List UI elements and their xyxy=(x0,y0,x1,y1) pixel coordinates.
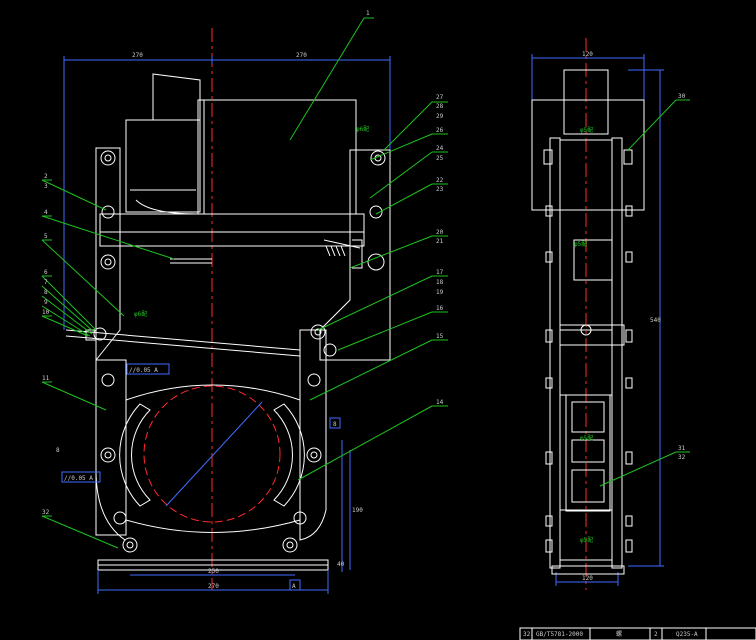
front-view: 270 270 xyxy=(41,10,448,594)
side-motor-block xyxy=(531,99,645,211)
front-leader-lines xyxy=(41,17,448,549)
side-pivot-block xyxy=(559,324,625,346)
dim-right-small: 40 xyxy=(337,561,345,568)
front-bolts xyxy=(85,150,386,553)
side-dimensions xyxy=(531,54,664,586)
callout-15: 15 xyxy=(436,333,444,340)
callout-23: 23 xyxy=(436,186,444,193)
motor-endcap xyxy=(125,119,201,213)
motor-body xyxy=(197,99,357,215)
side-callout-32: 32 xyxy=(678,454,686,461)
left-brake-shoe xyxy=(119,403,151,507)
callout-32: 32 xyxy=(42,509,50,516)
callout-19: 19 xyxy=(436,289,444,296)
gap-dim: 8 xyxy=(333,421,337,428)
tolerance-callout-lower: //0.05 A xyxy=(64,475,93,482)
upper-frame xyxy=(99,213,365,247)
callout-8: 8 xyxy=(44,289,48,296)
side-view: 120 540 120 xyxy=(531,38,690,590)
callout-28: 28 xyxy=(436,103,444,110)
left-arm-plate xyxy=(95,147,121,362)
callout-20: 20 xyxy=(436,229,444,236)
drum-frame xyxy=(125,384,301,533)
lever-rod xyxy=(65,329,301,351)
side-plate-outer-left xyxy=(549,137,561,569)
side-callout-31: 31 xyxy=(678,445,686,452)
callout-4: 4 xyxy=(44,209,48,216)
callout-26: 26 xyxy=(436,127,444,134)
callout-18: 18 xyxy=(436,279,444,286)
callout-14: 14 xyxy=(436,399,444,406)
callout-5: 5 xyxy=(44,233,48,240)
motor-terminal-box xyxy=(152,73,201,121)
spring-hatch xyxy=(325,245,346,257)
right-housing xyxy=(319,149,391,361)
dim-bottom-total: 270 xyxy=(208,583,219,590)
callout-17: 17 xyxy=(436,269,444,276)
pin-note-upper: φ6配 xyxy=(356,126,369,133)
tolerance-callout-upper: //0.05 A xyxy=(129,367,158,374)
title-block: 32 GB/T5781-2000 螺 2 Q235-A xyxy=(519,627,756,640)
drum-diameter-line xyxy=(165,401,263,507)
datum-a-box: A xyxy=(292,583,296,590)
right-brake-shoe xyxy=(273,403,305,507)
callout-1: 1 xyxy=(366,10,370,17)
callout-24: 24 xyxy=(436,145,444,152)
callout-21: 21 xyxy=(436,238,444,245)
side-base xyxy=(551,565,625,575)
callout-2: 2 xyxy=(44,173,48,180)
left-lower-arm xyxy=(95,359,127,536)
side-note-bottom: φ5配 xyxy=(580,537,593,544)
front-top-dimension xyxy=(63,56,391,330)
dim-top-left: 270 xyxy=(132,52,143,59)
callout-29: 29 xyxy=(436,113,444,120)
side-dim-height: 540 xyxy=(650,317,661,324)
side-leader-lines xyxy=(599,99,690,487)
left-small-dim: 8 xyxy=(56,447,60,454)
side-note-top: φ5配 xyxy=(580,127,593,134)
dim-right-height: 190 xyxy=(352,507,363,514)
title-block-material: Q235-A xyxy=(676,631,698,638)
side-callout-30: 30 xyxy=(678,93,686,100)
callout-9: 9 xyxy=(44,299,48,306)
front-leader-texts: 1 27 28 29 26 24 25 22 23 20 21 17 18 19… xyxy=(42,10,444,516)
callout-11: 11 xyxy=(42,375,50,382)
callout-25: 25 xyxy=(436,155,444,162)
dim-bottom-base: 250 xyxy=(208,568,219,575)
dim-top-right: 270 xyxy=(296,52,307,59)
side-dim-top: 120 xyxy=(582,51,593,58)
side-dim-bottom: 120 xyxy=(582,575,593,582)
callout-16: 16 xyxy=(436,305,444,312)
callout-7: 7 xyxy=(44,279,48,286)
title-block-name: 螺 xyxy=(616,630,622,638)
callout-10: 10 xyxy=(42,309,50,316)
side-plate-outer-right xyxy=(611,137,623,569)
side-note-mid: φ5配 xyxy=(574,241,587,248)
right-arm-plate xyxy=(299,329,327,541)
title-block-qty: 2 xyxy=(654,631,658,638)
callout-3: 3 xyxy=(44,183,48,190)
pin-note-lower: φ6配 xyxy=(134,311,147,318)
title-block-item-no: 32 xyxy=(523,631,531,638)
side-note-lower: φ5配 xyxy=(580,435,593,442)
side-lower-frame xyxy=(565,394,611,512)
title-block-standard: GB/T5781-2000 xyxy=(536,631,583,638)
callout-27: 27 xyxy=(436,94,444,101)
callout-6: 6 xyxy=(44,269,48,276)
side-bolts xyxy=(543,149,633,553)
brake-drum xyxy=(143,385,281,523)
callout-22: 22 xyxy=(436,177,444,184)
